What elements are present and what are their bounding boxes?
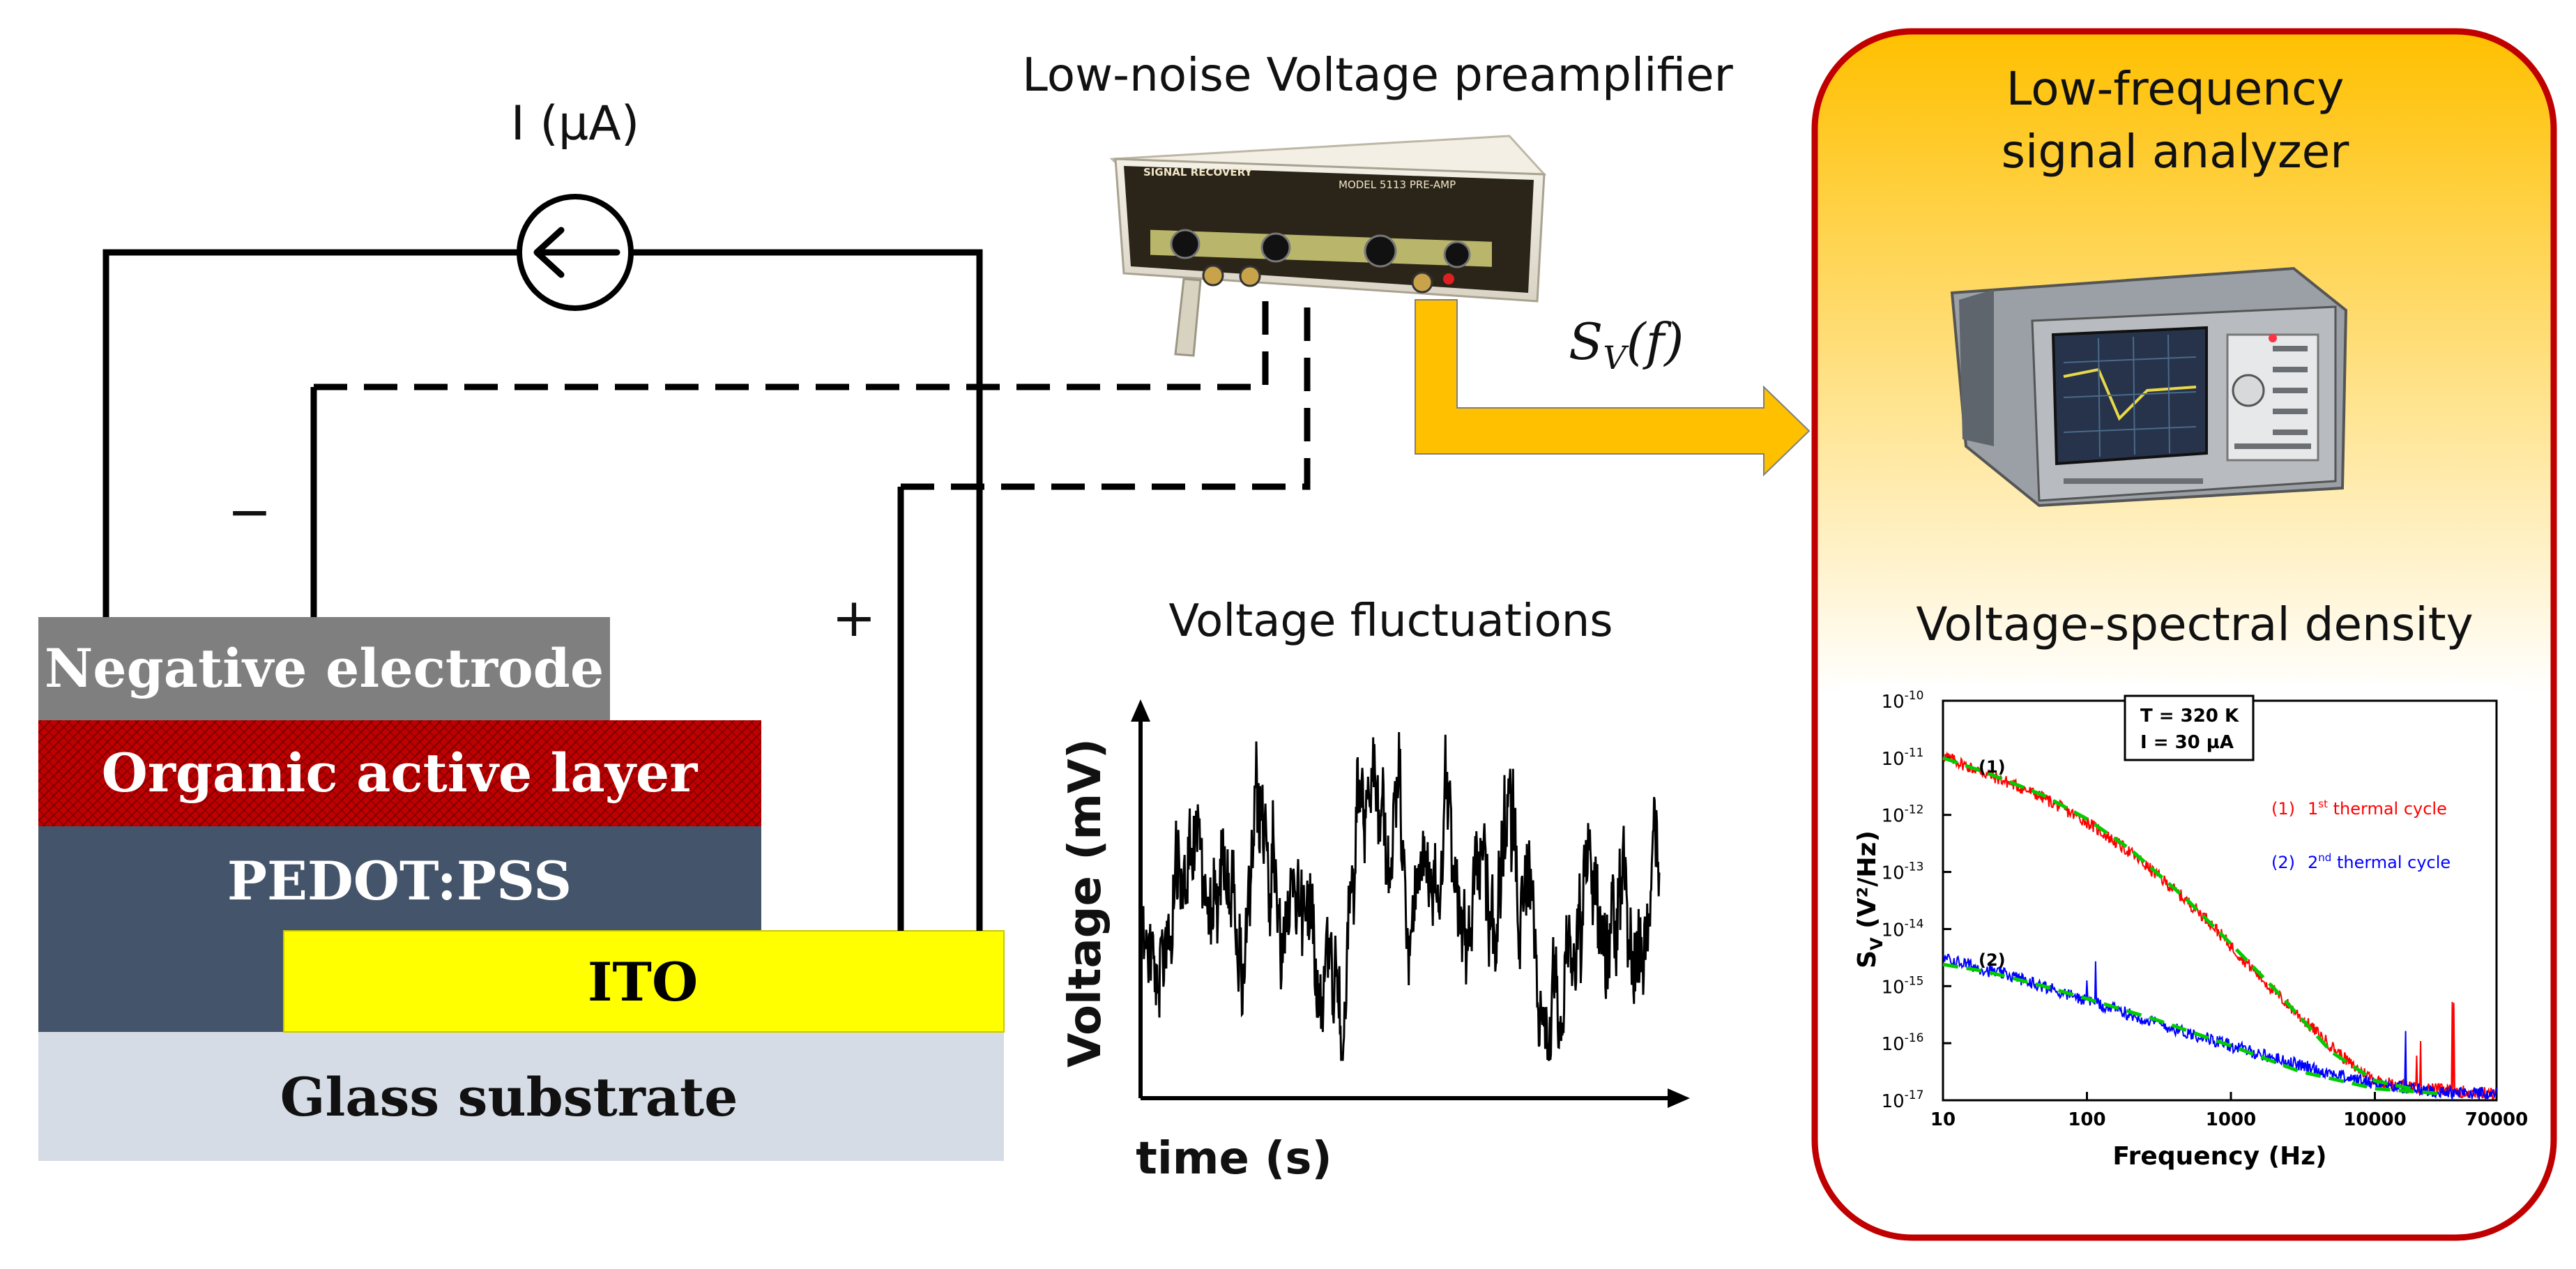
current-wire: [102, 249, 519, 617]
glass-substrate-label: Glass substrate: [280, 1066, 738, 1128]
y-tick-label: 10-15: [1882, 974, 1924, 998]
fluctuations-xlabel: time (s): [1136, 1133, 1332, 1185]
y-tick-label: 10-13: [1882, 860, 1924, 884]
condition-current: I = 30 µA: [2140, 732, 2234, 753]
current-source: I (µA): [511, 96, 640, 311]
spectral-ylabel: SV (V²/Hz): [1853, 830, 1887, 968]
up-arrow-icon: [1131, 699, 1150, 722]
pedot-pss-label: PEDOT:PSS: [227, 850, 572, 912]
y-tick-label: 10-14: [1882, 917, 1924, 941]
analyzer-keys: [2064, 346, 2311, 484]
fit-curve: [1942, 962, 2444, 1096]
legend-entry-2: (2)2nd thermal cycle: [2271, 851, 2451, 872]
x-tick-label: 10: [1930, 1109, 1956, 1130]
negative-electrode-label: Negative electrode: [45, 637, 604, 699]
preamp-stand: [1174, 278, 1202, 357]
plus-sign: +: [832, 586, 876, 648]
legend-entry-1: (1)1st thermal cycle: [2271, 798, 2447, 819]
fluctuations-axes: [1131, 699, 1690, 1108]
fluctuations-ylabel: Voltage (mV): [1060, 738, 1111, 1067]
spectral-series: [1942, 751, 2497, 1102]
preamp-display: [1150, 229, 1492, 267]
x-tick-label: 1000: [2206, 1109, 2256, 1130]
analyzer-screen-trace: [2063, 367, 2197, 421]
analyzer-handle: [1959, 289, 1994, 446]
y-tick-label: 10-12: [1882, 803, 1924, 827]
left-arrow-icon: [533, 227, 620, 278]
preamp-knob: [1260, 232, 1291, 263]
curve-label-1: (1): [1979, 757, 2006, 777]
x-tick-label: 100: [2068, 1109, 2105, 1130]
analyzer-screen: [2051, 326, 2208, 466]
organic-active-layer-label: Organic active layer: [102, 742, 699, 804]
preamp-connector: [1202, 264, 1224, 287]
minus-dashed-lead: [314, 296, 1269, 390]
analyzer-knob: [2232, 374, 2265, 407]
analyzer-grid: [2063, 334, 2197, 457]
analyzer-led: [2269, 334, 2277, 342]
preamp-model: MODEL 5113 PRE-AMP: [1339, 178, 1456, 191]
preamp-connector: [1239, 265, 1261, 287]
fluctuations-title: Voltage fluctuations: [1168, 595, 1613, 647]
y-tick-label: 10-10: [1882, 689, 1924, 713]
signal-arrow: [1415, 299, 1811, 477]
preamp-led: [1443, 273, 1454, 284]
spectral-chart-background: [1840, 683, 2510, 1185]
ito-layer: [283, 930, 1005, 1033]
minus-sign: −: [227, 480, 272, 542]
y-tick-label: 10-11: [1882, 746, 1924, 770]
preamp-knob: [1170, 229, 1201, 259]
x-tick-label: 70000: [2465, 1109, 2528, 1130]
curve-label-2: (2): [1979, 950, 2006, 970]
conditions-box: [2124, 694, 2255, 761]
analyzer-title-line1: Low-frequency: [2006, 62, 2345, 116]
voltage-noise-trace: [1142, 731, 1661, 1061]
sv-f-label: SV(f): [1569, 312, 1684, 377]
preamplifier-device: SIGNAL RECOVERY MODEL 5113 PRE-AMP: [1109, 135, 1547, 357]
spectral-ticks: 10 100 1000 10000 70000 10-10 10-11 10-12 10-13 1…: [1882, 689, 2529, 1130]
device-stack: Negative electrode Organic active layer …: [38, 617, 1005, 1161]
y-tick-label: 10-17: [1882, 1088, 1924, 1112]
preamp-output-connector: [1411, 271, 1433, 294]
current-wire-return: [631, 249, 983, 931]
fit-curve: [1942, 756, 2419, 1093]
circuit-wires: [102, 249, 1311, 931]
glass-substrate-layer: [38, 1032, 1004, 1161]
preamp-knob: [1443, 241, 1471, 268]
right-arrow-icon: [1668, 1088, 1690, 1108]
plus-dashed-lead: [901, 296, 1311, 490]
spectral-density-title: Voltage-spectral density: [1916, 598, 2473, 651]
preamplifier-title: Low-noise Voltage preamplifier: [1022, 48, 1734, 102]
ito-label: ITO: [588, 951, 698, 1013]
organic-active-layer: [38, 720, 761, 826]
spectral-density-chart: 10 100 1000 10000 70000 10-10 10-11 10-12 10-13 1…: [1840, 683, 2528, 1185]
analyzer-title-line2: signal analyzer: [2002, 125, 2350, 178]
spectral-xlabel: Frequency (Hz): [2112, 1142, 2326, 1171]
preamp-brand: SIGNAL RECOVERY: [1143, 166, 1253, 178]
negative-electrode-layer: [38, 617, 610, 720]
condition-temperature: T = 320 K: [2140, 706, 2239, 727]
x-tick-label: 10000: [2343, 1109, 2406, 1130]
preamp-knob: [1364, 234, 1397, 268]
signal-analyzer-device: [1950, 266, 2348, 508]
current-source-label: I (µA): [511, 96, 640, 151]
y-tick-label: 10-16: [1882, 1031, 1924, 1055]
